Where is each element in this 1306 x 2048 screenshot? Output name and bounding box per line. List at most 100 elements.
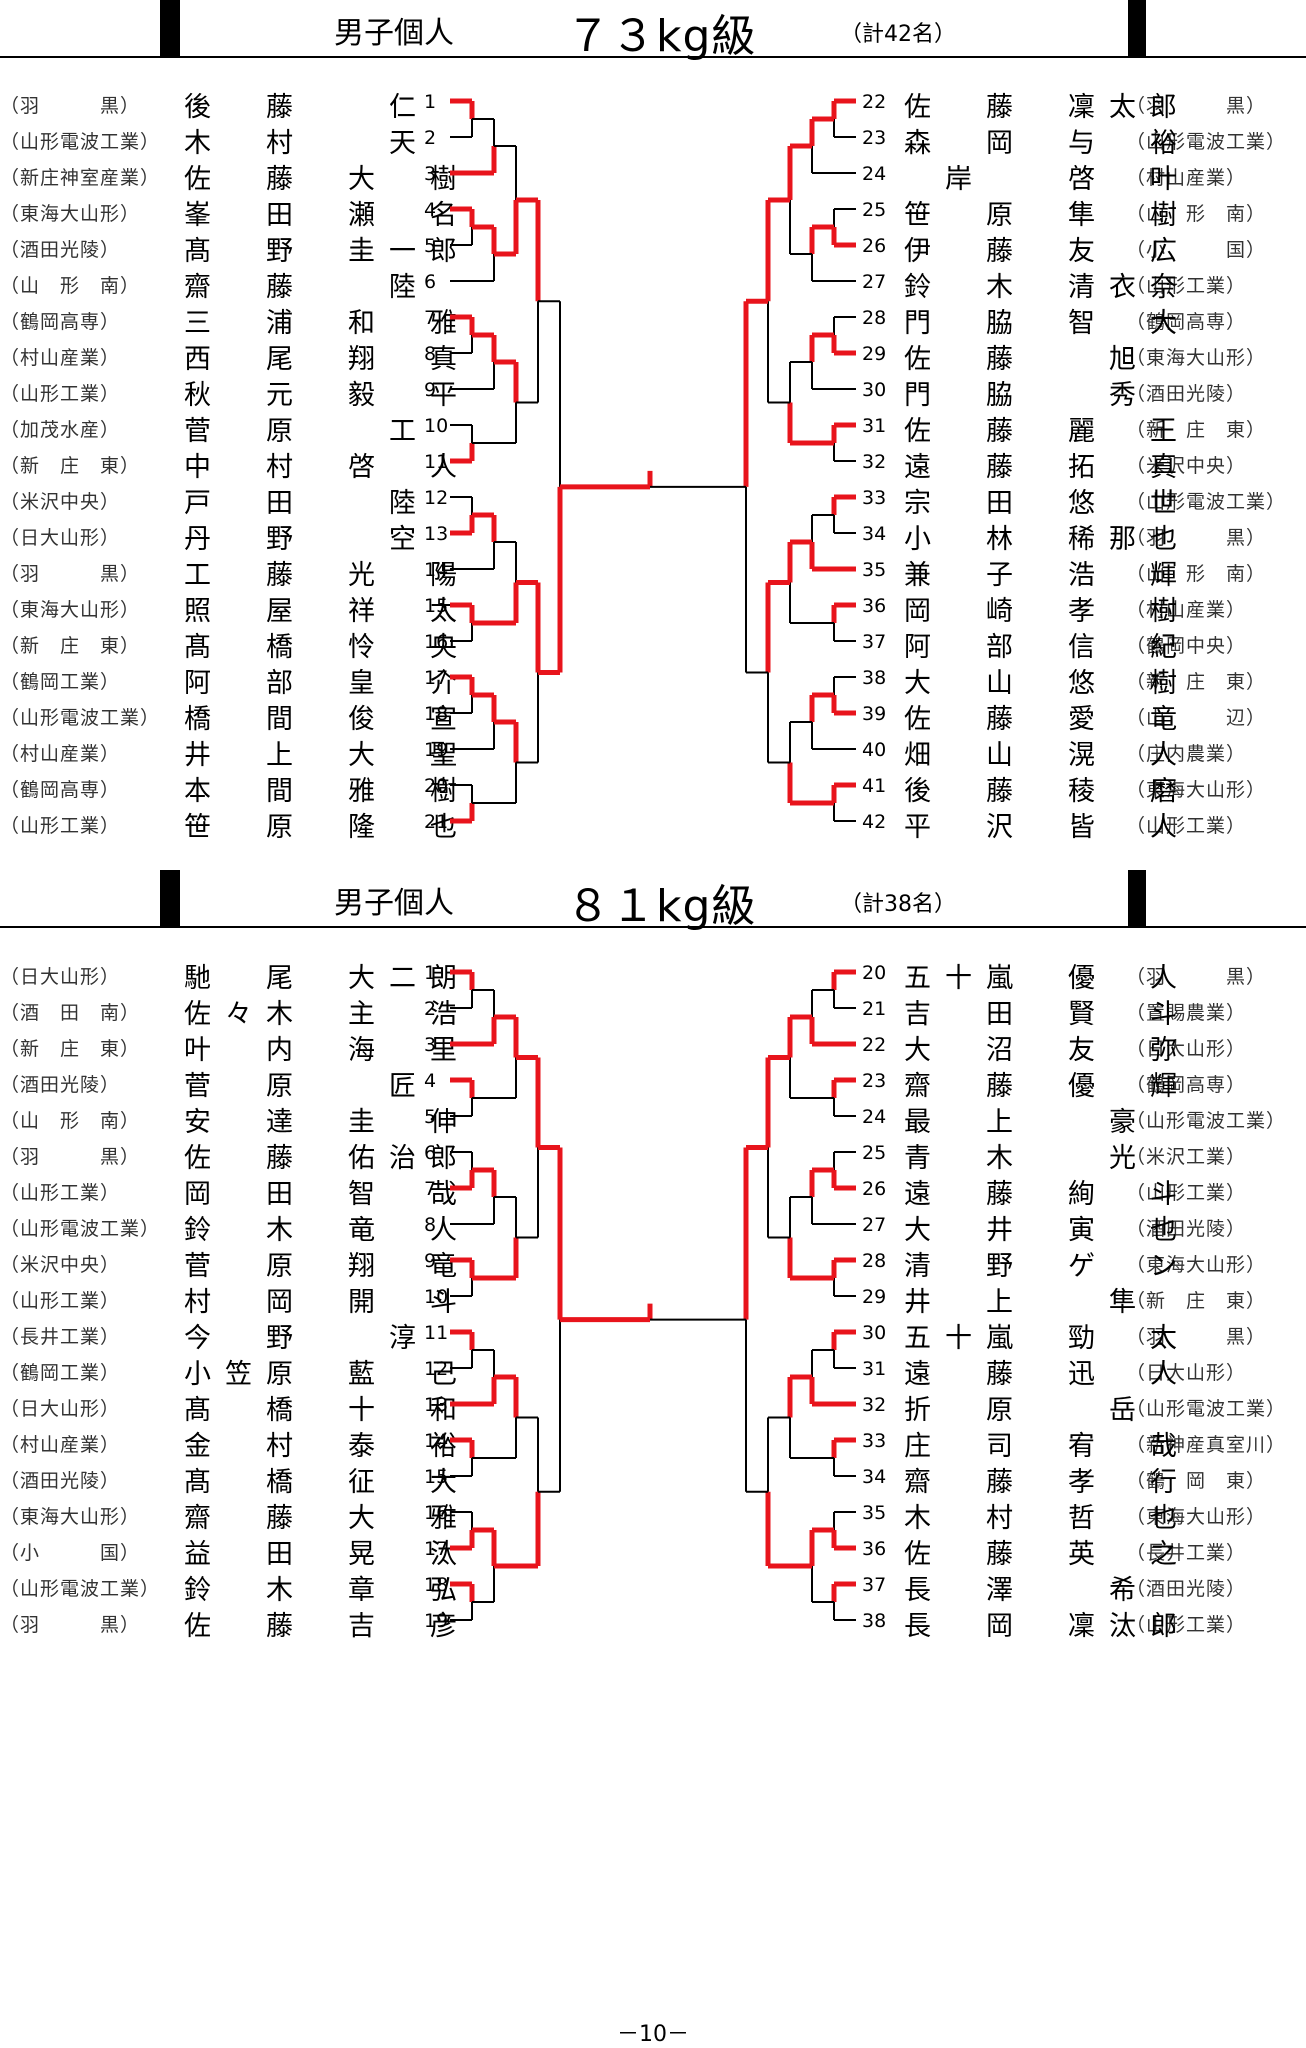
draw-number: 7: [424, 307, 437, 329]
draw-number: 30: [862, 1322, 887, 1344]
competitor-school: （新 庄 東）: [0, 1038, 141, 1060]
competitor-school: （酒 田 南）: [0, 1002, 141, 1024]
competitor-school: （山形工業）: [0, 1182, 121, 1204]
competitor-school: （新 庄 東）: [1126, 419, 1267, 441]
draw-number: 39: [862, 703, 887, 725]
competitor-school: （村山産業）: [0, 347, 121, 369]
competitor-school: （鶴岡高専）: [1126, 311, 1247, 333]
competitor-name: 馳 尾 大二朗: [184, 963, 471, 994]
draw-number: 3: [424, 163, 437, 185]
competitor-school: （酒田光陵）: [0, 239, 121, 261]
competitor-name: 佐 藤 佑治郎: [184, 1143, 471, 1174]
competitor-name: 齋 藤 優 輝: [904, 1071, 1191, 1102]
draw-number: 2: [424, 998, 437, 1020]
competitor-name: 森 岡 与 裕: [904, 128, 1191, 159]
draw-number: 7: [424, 1178, 437, 1200]
competitor-row: （米沢中央）遠 藤 拓 真 32: [0, 443, 1306, 483]
header-bar-right: [1128, 0, 1146, 58]
weight-class-label: ８１kg級: [566, 881, 757, 932]
draw-number: 21: [862, 998, 887, 1020]
header-bar-left: [160, 0, 178, 58]
draw-number: 20: [424, 775, 449, 797]
competitor-school: （山形工業）: [1126, 1614, 1247, 1636]
competitor-school: （鶴岡高専）: [1126, 1074, 1247, 1096]
competitor-school: （村山産業）: [1126, 599, 1247, 621]
competitor-school: （日大山形）: [0, 966, 121, 988]
competitor-school: （米沢中央）: [1126, 455, 1247, 477]
competitor-name: 西 尾 翔 真: [184, 344, 471, 375]
draw-number: 11: [424, 1322, 449, 1344]
competitor-school: （新 庄 東）: [1126, 1290, 1267, 1312]
draw-number: 32: [862, 451, 887, 473]
competitor-school: （村山産業）: [1126, 167, 1247, 189]
draw-number: 31: [862, 1358, 887, 1380]
competitor-school: （東海大山形）: [1126, 779, 1267, 801]
competitor-name: 笹 原 隼 樹: [904, 200, 1191, 231]
competitor-name: 照 屋 祥 太: [184, 596, 471, 627]
draw-number: 10: [424, 1286, 449, 1308]
participant-total: （計38名）: [840, 892, 956, 917]
competitor-name: 遠 藤 拓 真: [904, 452, 1191, 483]
competitor-name: 佐 藤 凜太郎: [904, 92, 1191, 123]
competitor-name: 庄 司 宥 哉: [904, 1431, 1191, 1462]
competitor-school: （米沢工業）: [1126, 1146, 1247, 1168]
draw-number: 41: [862, 775, 887, 797]
competitor-school: （東海大山形）: [1126, 1506, 1267, 1528]
competitor-school: （山形工業）: [1126, 815, 1247, 837]
competitor-school: （酒田光陵）: [0, 1074, 121, 1096]
draw-number: 15: [424, 595, 449, 617]
competitor-school: （山形電波工業）: [0, 707, 161, 729]
competitor-name: 佐 藤 大 樹: [184, 164, 471, 195]
draw-number: 36: [862, 595, 887, 617]
draw-number: 14: [424, 559, 449, 581]
draw-number: 2: [424, 127, 437, 149]
competitor-school: （羽 黒）: [0, 95, 141, 117]
draw-number: 38: [862, 667, 887, 689]
competitor-name: 本 間 雅 樹: [184, 776, 471, 807]
competitor-name: 鈴 木 章 弘: [184, 1575, 471, 1606]
competitor-name: 長 澤 希: [904, 1575, 1150, 1606]
draw-number: 28: [862, 1250, 887, 1272]
competitor-school: （東海大山形）: [1126, 347, 1267, 369]
competitor-name: 木 村 天: [184, 128, 430, 159]
competitor-name: 後 藤 仁: [184, 92, 430, 123]
draw-number: 8: [424, 1214, 437, 1236]
header-rule: [0, 56, 1306, 58]
competitor-name: 橋 間 俊 宣: [184, 704, 471, 735]
participant-total: （計42名）: [840, 22, 956, 47]
competitor-school: （山形工業）: [0, 383, 121, 405]
competitor-name: 髙 野 圭一郎: [184, 236, 471, 267]
draw-number: 12: [424, 1358, 449, 1380]
competitor-name: 畑 山 滉 人: [904, 740, 1191, 771]
competitor-name: 齋 藤 大 雅: [184, 1503, 471, 1534]
competitor-school: （山形工業）: [1126, 275, 1247, 297]
competitor-name: 叶 内 海 里: [184, 1035, 471, 1066]
header-frame: [178, 0, 1130, 56]
draw-number: 23: [862, 127, 887, 149]
header-frame: [178, 870, 1130, 926]
competitor-school: （羽 黒）: [1126, 95, 1267, 117]
